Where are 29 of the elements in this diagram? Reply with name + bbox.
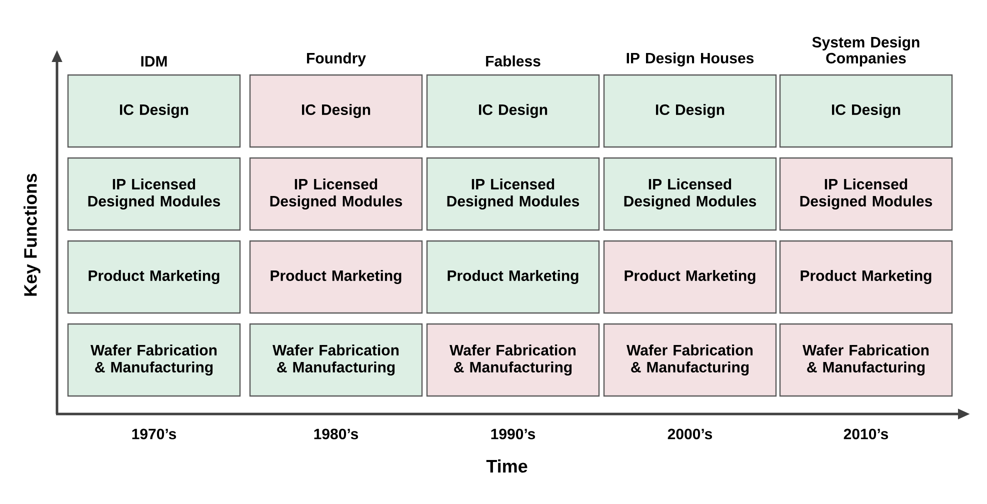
column-header: System Design Companies <box>812 36 920 66</box>
function-box: IC Design <box>249 74 423 148</box>
function-box: Product Marketing <box>249 240 423 314</box>
function-box: Product Marketing <box>426 240 600 314</box>
decade-label: 2010’s <box>844 428 888 440</box>
function-box: Wafer Fabrication & Manufacturing <box>426 323 600 397</box>
function-box: IC Design <box>426 74 600 148</box>
decade-label: 2000’s <box>668 428 712 440</box>
function-box: IP Licensed Designed Modules <box>249 157 423 231</box>
function-box: Product Marketing <box>603 240 777 314</box>
function-box: Wafer Fabrication & Manufacturing <box>249 323 423 397</box>
function-box: IC Design <box>779 74 953 148</box>
function-box: Wafer Fabrication & Manufacturing <box>603 323 777 397</box>
function-box: Product Marketing <box>779 240 953 314</box>
function-box: IP Licensed Designed Modules <box>426 157 600 231</box>
function-box: IC Design <box>67 74 241 148</box>
function-box: IC Design <box>603 74 777 148</box>
column-header: IP Design Houses <box>626 52 754 66</box>
function-box: Product Marketing <box>67 240 241 314</box>
axis-title: Time <box>486 459 528 473</box>
function-box: IP Licensed Designed Modules <box>603 157 777 231</box>
function-box: IP Licensed Designed Modules <box>67 157 241 231</box>
axis-title: Key Functions <box>24 174 40 296</box>
decade-label: 1970’s <box>132 428 176 440</box>
decade-label: 1990’s <box>491 428 536 440</box>
decade-label: 1980’s <box>314 428 358 440</box>
function-box: Wafer Fabrication & Manufacturing <box>67 323 241 397</box>
function-box: Wafer Fabrication & Manufacturing <box>779 323 953 397</box>
function-box: IP Licensed Designed Modules <box>779 157 953 231</box>
